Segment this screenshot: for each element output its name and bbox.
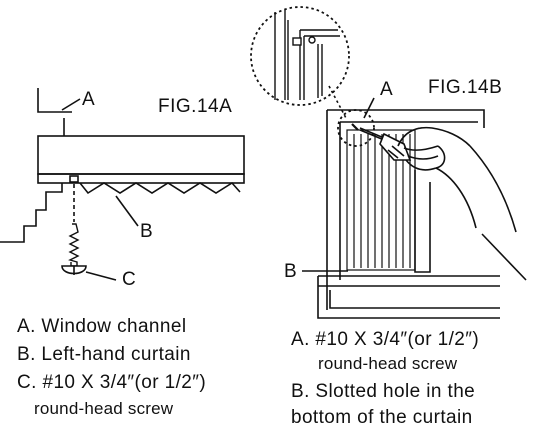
corner-screw bbox=[351, 123, 359, 131]
fig14a-corner-mark bbox=[37, 88, 72, 113]
round-head-screw bbox=[61, 223, 87, 275]
left-hand-curtain-strip bbox=[37, 173, 245, 184]
fig14a-legend-c-cont: round-head screw bbox=[34, 399, 174, 418]
fig14a-legend-a: A. Window channel bbox=[17, 316, 187, 337]
unit-side-channel bbox=[414, 170, 431, 273]
fig14b-callout-a: A bbox=[380, 79, 393, 100]
detail-connector bbox=[328, 85, 348, 121]
fig14a-callout-a: A bbox=[82, 89, 95, 110]
fig14b-artwork bbox=[250, 6, 527, 319]
fig14b-legend-b-cont: bottom of the curtain bbox=[291, 407, 473, 428]
fig14a-title: FIG.14A bbox=[158, 96, 233, 117]
window-frame-top bbox=[327, 109, 485, 128]
fig14a-leader-a bbox=[61, 98, 81, 111]
fig14b-legend-a-cont: round-head screw bbox=[318, 354, 458, 373]
window-sill bbox=[317, 275, 500, 319]
fig14a-leader-c bbox=[85, 271, 117, 281]
fig14a-callout-c: C bbox=[122, 269, 136, 290]
screw-hole bbox=[69, 175, 79, 183]
fig14a-leader-b bbox=[115, 195, 139, 227]
fig14b-leader-a bbox=[363, 97, 375, 119]
fig14a-artwork bbox=[0, 88, 245, 281]
fig14b-legend-b: B. Slotted hole in the bbox=[291, 381, 476, 402]
fig14a-callout-b: B bbox=[140, 221, 153, 242]
fig14b-callout-b: B bbox=[284, 261, 297, 282]
fig14b-legend-a: A. #10 X 3/4″(or 1/2″) bbox=[291, 329, 480, 350]
fig14a-legend-b: B. Left-hand curtain bbox=[17, 344, 191, 365]
curtain-pleats bbox=[79, 181, 241, 195]
detail-magnifier-circle bbox=[250, 6, 350, 106]
fig14a-legend-c: C. #10 X 3/4″(or 1/2″) bbox=[17, 372, 207, 393]
detail-frame-closeup bbox=[274, 10, 340, 100]
hand-with-screwdriver bbox=[397, 126, 527, 281]
fig14b-title: FIG.14B bbox=[428, 77, 503, 98]
window-channel bbox=[37, 135, 245, 175]
window-sill-steps bbox=[0, 183, 63, 243]
